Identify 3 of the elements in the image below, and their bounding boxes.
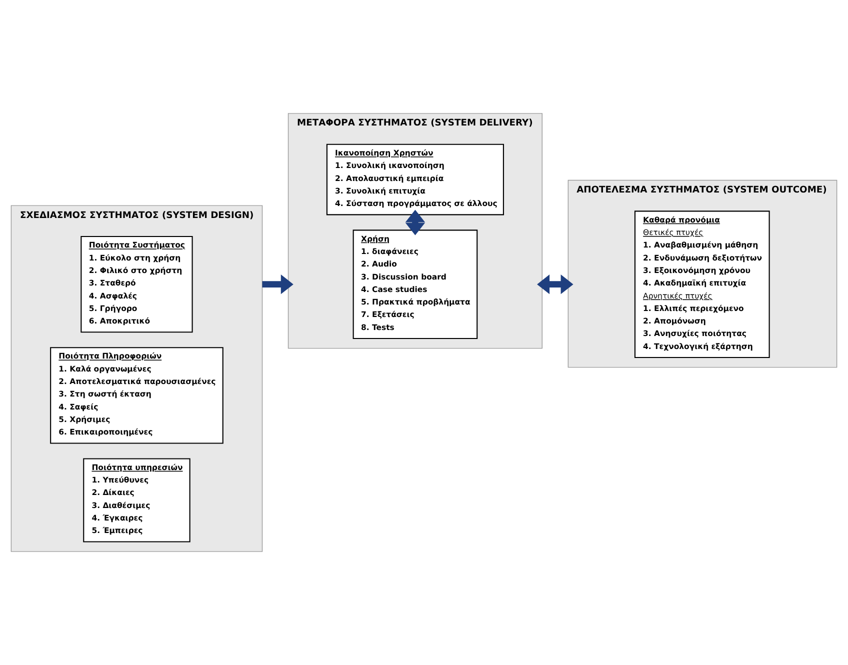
arrow [537,274,574,294]
arrow [405,210,426,236]
arrow [262,274,294,294]
